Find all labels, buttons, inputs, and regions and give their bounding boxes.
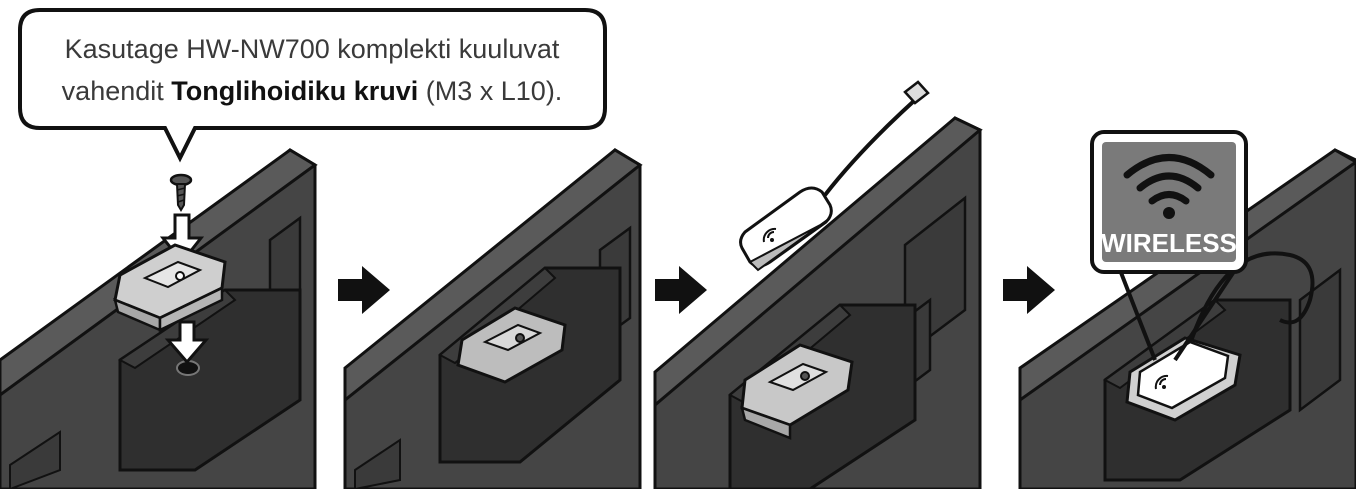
mounted-bracket bbox=[456, 306, 567, 384]
down-arrow-icon bbox=[164, 320, 210, 365]
wireless-dongle-icon bbox=[739, 186, 833, 272]
step-2-panel bbox=[343, 148, 643, 489]
callout-line-1: Kasutage HW-NW700 komplekti kuuluvat bbox=[65, 34, 560, 64]
callout-screw-name: Tonglihoidiku kruvi bbox=[171, 76, 418, 106]
callout-line-2-start: vahendit bbox=[62, 76, 172, 106]
right-arrow-icon bbox=[1003, 266, 1055, 314]
step-1-panel bbox=[0, 148, 318, 489]
right-arrow-icon bbox=[338, 266, 390, 314]
wireless-label: WIRELESS bbox=[1101, 228, 1237, 258]
wifi-icon bbox=[1123, 154, 1215, 205]
right-arrow-icon bbox=[655, 266, 707, 314]
dongle-bracket bbox=[113, 243, 227, 332]
instruction-callout: Kasutage HW-NW700 komplekti kuuluvat vah… bbox=[18, 8, 607, 163]
step-4-panel: WIRELESS bbox=[1018, 130, 1356, 489]
callout-line-2-end: (M3 x L10). bbox=[418, 76, 562, 106]
callout-line-2: vahendit Tonglihoidiku kruvi (M3 x L10). bbox=[62, 76, 563, 106]
step-3-panel bbox=[653, 80, 983, 489]
wireless-label-callout: WIRELESS bbox=[1090, 130, 1248, 274]
wifi-dot bbox=[1163, 207, 1175, 219]
screw-icon bbox=[169, 173, 193, 212]
mounted-bracket bbox=[740, 343, 854, 440]
